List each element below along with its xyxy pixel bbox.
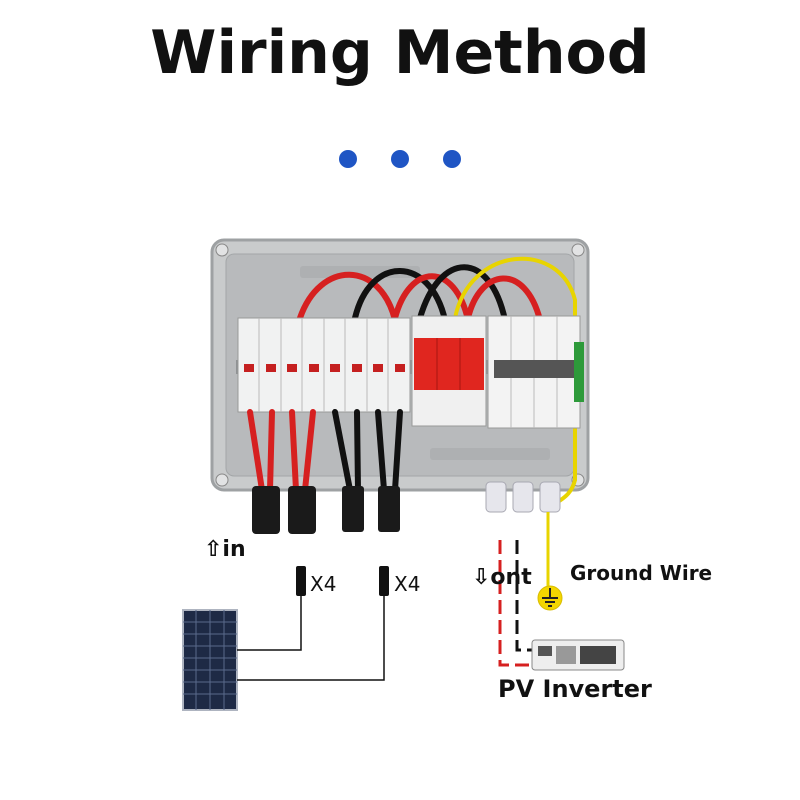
- surge-protector: [411, 315, 487, 427]
- cable-glands: [485, 481, 561, 513]
- dot-3: [443, 150, 462, 168]
- decorative-dots: [0, 150, 800, 173]
- mc4-connectors: [252, 486, 400, 534]
- bottom-wires: [247, 409, 403, 493]
- solar-panel-icon: [182, 609, 238, 711]
- fuse-holders: [237, 317, 411, 413]
- small-connector-icons: [296, 566, 389, 596]
- page-title: Wiring Method: [150, 18, 650, 88]
- ground-wire-label: Ground Wire: [570, 561, 713, 585]
- output-label: ⇩ont: [472, 565, 532, 590]
- input-label: ⇧in: [204, 537, 246, 562]
- dot-1: [338, 150, 357, 168]
- inverter-icon: [531, 639, 625, 671]
- ground-icon: [537, 585, 563, 611]
- top-wires: [297, 256, 577, 512]
- connector-qty-right: X4: [394, 572, 421, 596]
- pv-inverter-label: PV Inverter: [498, 675, 652, 703]
- dot-2: [391, 150, 409, 168]
- panel-leads: [237, 596, 385, 681]
- circuit-breaker: [487, 315, 584, 429]
- connector-qty-left: X4: [310, 572, 337, 596]
